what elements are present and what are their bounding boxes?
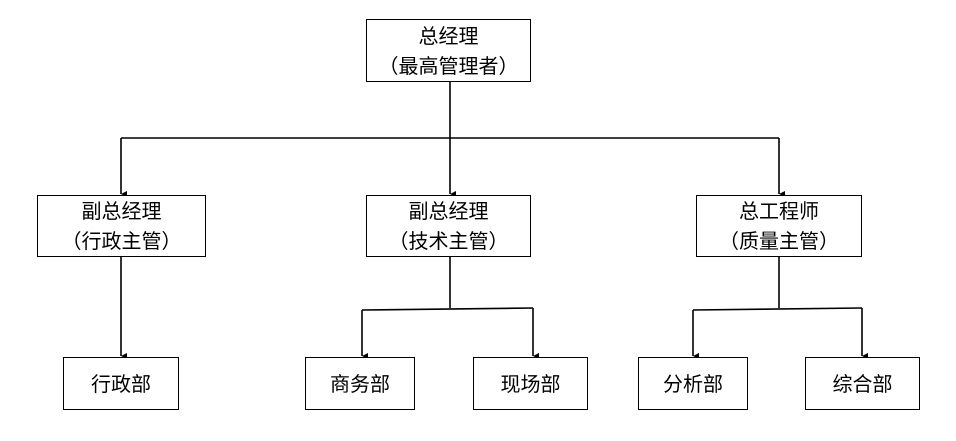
node-general-manager-title: 总经理 [418, 23, 479, 48]
node-business-dept: 商务部 [305, 357, 415, 410]
node-general-manager: 总经理 （最高管理者） [366, 19, 531, 82]
node-site-dept: 现场部 [473, 357, 588, 410]
node-vp-tech-subtitle: （技术主管） [388, 229, 509, 253]
node-general-manager-subtitle: （最高管理者） [378, 53, 519, 78]
node-admin-dept: 行政部 [63, 357, 179, 410]
node-vp-tech: 副总经理 （技术主管） [366, 195, 531, 257]
connector-vp-tech-bus [361, 307, 534, 311]
node-vp-admin-subtitle: （行政主管） [61, 229, 182, 253]
node-analysis-dept-title: 分析部 [663, 371, 723, 396]
node-business-dept-title: 商务部 [330, 371, 390, 396]
node-comprehensive-dept: 综合部 [805, 357, 920, 410]
node-vp-tech-title: 副总经理 [408, 199, 489, 223]
node-admin-dept-title: 行政部 [91, 371, 151, 396]
node-site-dept-title: 现场部 [500, 371, 561, 396]
node-analysis-dept: 分析部 [638, 357, 748, 410]
node-vp-admin: 副总经理 （行政主管） [37, 195, 206, 257]
node-chief-engineer-subtitle: （质量主管） [719, 229, 839, 253]
node-comprehensive-dept-title: 综合部 [832, 371, 893, 396]
connector-ce-bus [692, 307, 863, 311]
node-chief-engineer: 总工程师 （质量主管） [696, 195, 862, 257]
node-chief-engineer-title: 总工程师 [739, 199, 819, 223]
node-vp-admin-title: 副总经理 [81, 199, 162, 223]
